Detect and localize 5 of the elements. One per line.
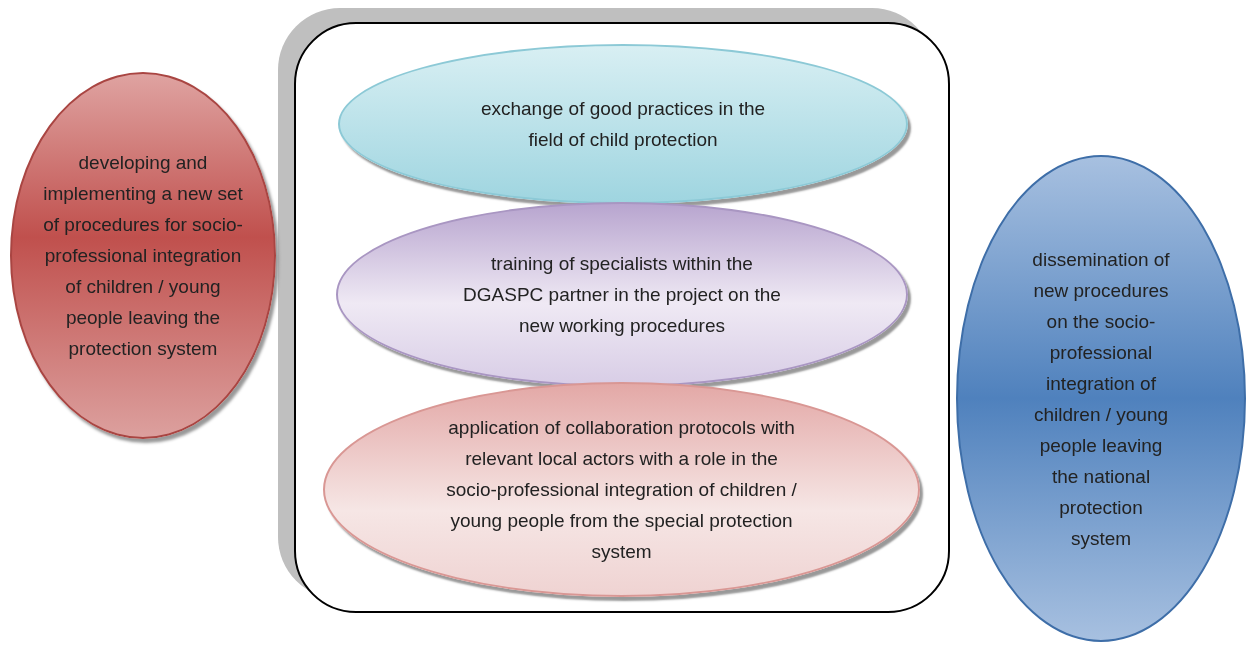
node-text: application of collaboration protocols with relevant local actors with a role in the socio-professional integration of children / young people from the special protection system <box>445 416 798 564</box>
node-text: dissemination of new procedures on the socio-professional integration of children / young people leaving the national protection system <box>1031 247 1171 551</box>
node-text: developing and implementing a new set of procedures for socio-professional integration of children / young people leaving the protection system <box>42 151 244 361</box>
node-text: training of specialists within the DGASPC partner in the project on the new working procedures <box>462 252 782 338</box>
node-text: exchange of good practices in the field of child protection <box>479 97 767 152</box>
